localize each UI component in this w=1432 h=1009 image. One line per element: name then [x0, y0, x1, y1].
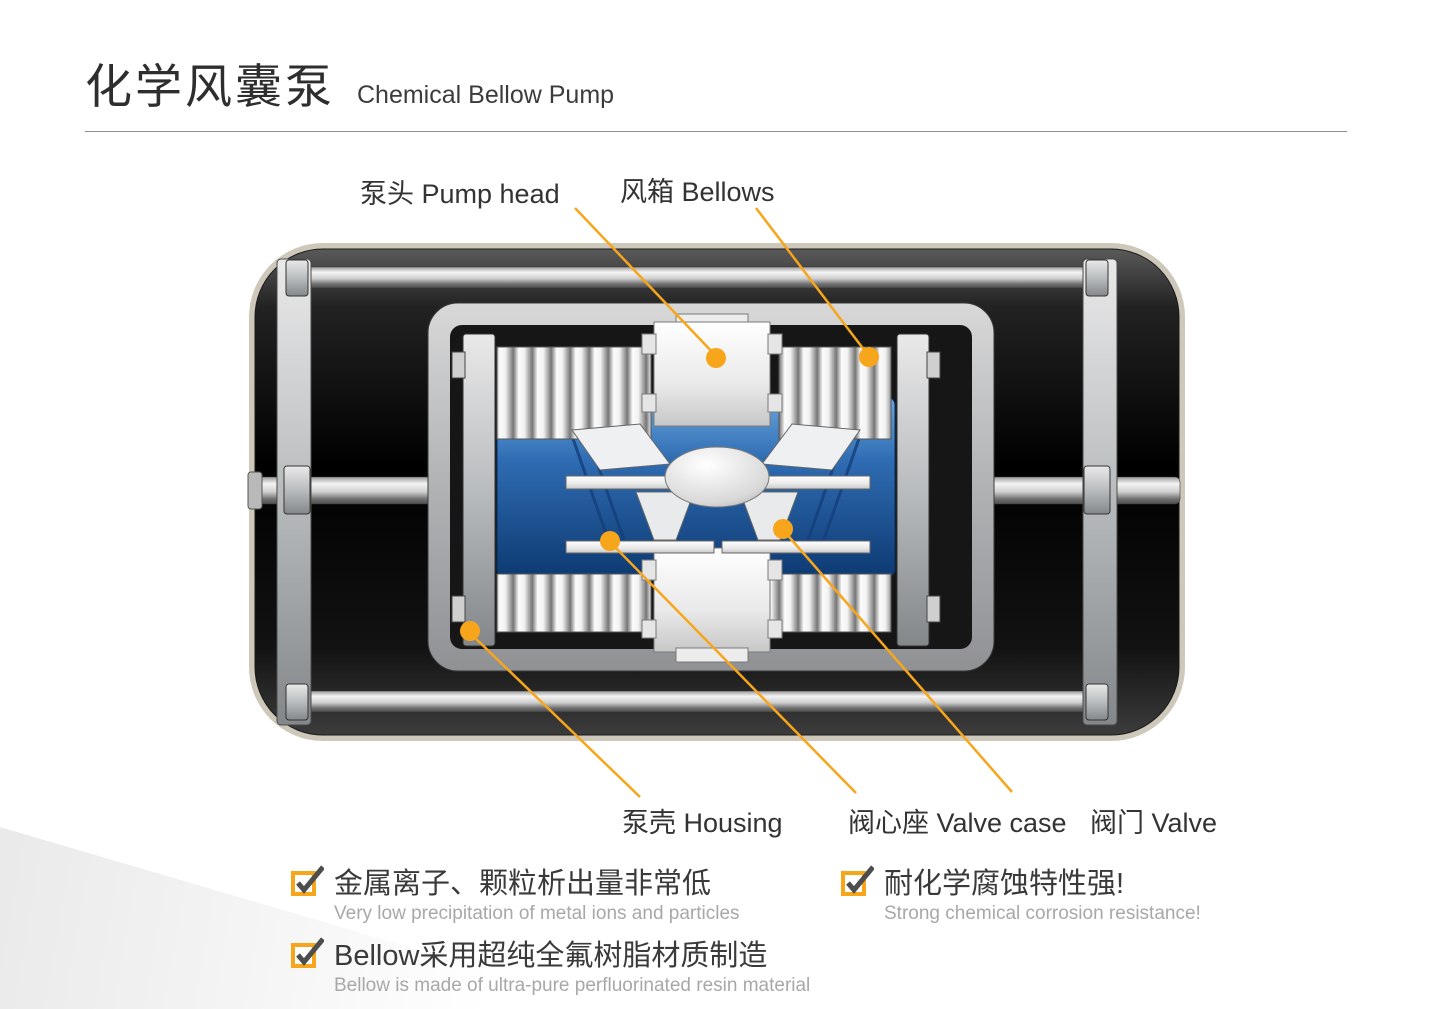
bellows-flange-left: [451, 333, 496, 647]
bellows-dot: [859, 347, 879, 367]
label-valve-case: 阀心座 Valve case: [848, 808, 1067, 838]
feature-text-en: Bellow is made of ultra-pure perfluorina…: [334, 975, 811, 996]
tie-rod-top: [295, 266, 1109, 289]
housing-dot: [460, 621, 480, 641]
valve-assembly: [565, 423, 871, 554]
page-title-zh: 化学风囊泵: [85, 60, 335, 113]
valve-case-dot: [600, 531, 620, 551]
checkbox-icon: [291, 937, 324, 968]
feature-item-1: 金属离子、颗粒析出量非常低 Very low precipitation of …: [290, 860, 740, 925]
label-valve: 阀门 Valve: [1090, 808, 1218, 838]
feature-item-3: Bellow采用超纯全氟树脂材质制造 Bellow is made of ult…: [290, 932, 810, 997]
right-flange: [1082, 258, 1118, 726]
valve-dot: [773, 519, 793, 539]
left-flange: [276, 258, 312, 726]
bellows-top-left: [496, 346, 652, 440]
label-bellows: 风箱 Bellows: [620, 177, 775, 207]
label-pump-head: 泵头 Pump head: [360, 179, 560, 209]
page-title-en: Chemical Bellow Pump: [357, 81, 615, 109]
feature-text-zh: 耐化学腐蚀特性强!: [884, 868, 1125, 900]
center-manifold-bottom: [641, 547, 783, 663]
feature-text-en: Strong chemical corrosion resistance!: [884, 903, 1201, 924]
tie-rod-bottom: [295, 690, 1109, 713]
feature-item-2: 耐化学腐蚀特性强! Strong chemical corrosion resi…: [840, 860, 1201, 925]
feature-text-zh: Bellow采用超纯全氟树脂材质制造: [334, 940, 768, 972]
label-housing: 泵壳 Housing: [622, 808, 783, 838]
bellows-flange-right: [896, 333, 941, 647]
feature-text-en: Very low precipitation of metal ions and…: [334, 903, 740, 924]
callout-dots: [460, 347, 879, 641]
feature-text-zh: 金属离子、颗粒析出量非常低: [334, 868, 712, 900]
header-divider: [85, 131, 1347, 132]
checkbox-icon: [841, 865, 874, 896]
pump-head-dot: [706, 348, 726, 368]
center-manifold-top: [641, 313, 783, 427]
bellows-bottom-left: [496, 573, 652, 633]
header: 化学风囊泵 Chemical Bellow Pump: [85, 48, 614, 117]
checkbox-icon: [291, 865, 324, 896]
callout-lines: [469, 207, 1013, 798]
